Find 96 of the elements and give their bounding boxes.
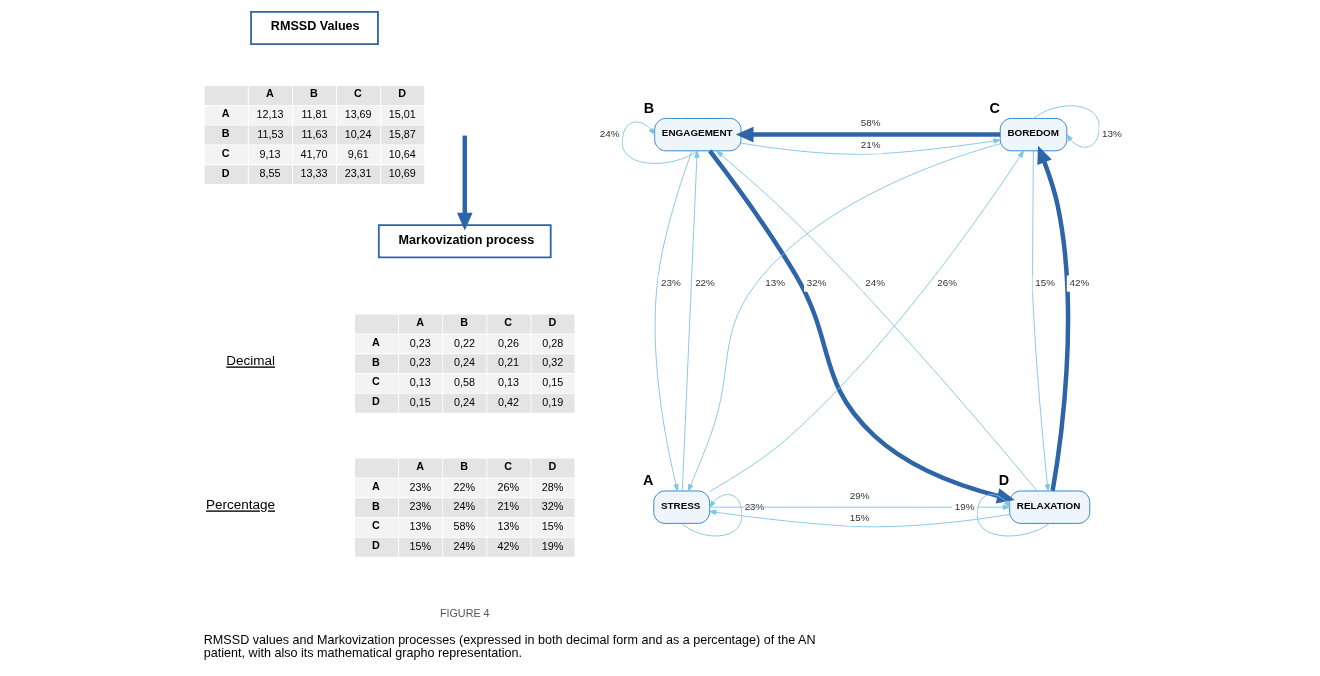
label: C: [503, 459, 512, 472]
label: B: [371, 355, 380, 368]
edge-label: 24%: [599, 128, 620, 140]
label: A: [415, 315, 424, 328]
label: C: [371, 519, 380, 532]
label: 22%: [453, 480, 475, 493]
edge-label: 15%: [1034, 277, 1055, 289]
label: 0,24: [453, 396, 475, 409]
label: A: [415, 459, 424, 472]
label: 28%: [541, 480, 563, 493]
label: C: [503, 315, 512, 328]
label: 0,28: [541, 336, 563, 349]
edge-label: 23%: [660, 277, 681, 289]
label: 0,32: [541, 356, 563, 369]
label: 9,13: [259, 147, 281, 160]
edge-label: 23%: [744, 500, 764, 512]
label: 11,63: [300, 127, 328, 140]
label: D: [371, 539, 380, 552]
edge-label: 13%: [1101, 128, 1122, 140]
label: 11,81: [300, 108, 328, 121]
label: A: [371, 479, 380, 492]
edge-label: 29%: [849, 489, 869, 501]
label: Decimal: [225, 353, 275, 369]
label: D: [397, 87, 406, 100]
label: B: [371, 499, 380, 512]
edge-label: 19%: [954, 500, 975, 512]
label: 0,23: [409, 356, 431, 369]
label: A: [265, 87, 274, 100]
edge-label: 13%: [764, 277, 785, 289]
edge-label: 24%: [864, 277, 885, 289]
node-label: D: [998, 472, 1009, 489]
label: A: [221, 107, 230, 120]
label: 19%: [541, 540, 563, 553]
label: 58%: [453, 520, 475, 533]
label: 42%: [497, 540, 519, 553]
label: 23%: [408, 480, 431, 493]
label: 0,22: [453, 336, 475, 349]
edge-label: 42%: [1069, 277, 1089, 289]
label: 0,58: [453, 376, 475, 389]
edge-label: 26%: [936, 277, 957, 289]
edge-label: 32%: [806, 277, 826, 289]
label: 0,26: [497, 336, 519, 349]
edge-label: 21%: [860, 138, 880, 150]
label: 24%: [453, 500, 475, 513]
label: 9,61: [347, 147, 369, 160]
label: D: [221, 166, 230, 179]
node-label: B: [643, 99, 654, 116]
label: Percentage: [205, 497, 275, 513]
label: 23,31: [344, 167, 372, 180]
label: FIGURE 4: [439, 606, 490, 619]
label: B: [309, 87, 318, 100]
label: 23%: [408, 500, 431, 513]
label: 15%: [541, 520, 563, 533]
label: 0,13: [409, 376, 431, 389]
edge-label: 22%: [694, 277, 715, 289]
label: B: [459, 315, 468, 328]
label: 13,69: [344, 108, 372, 121]
edge-label: 58%: [860, 117, 880, 129]
label: 12,13: [255, 108, 283, 121]
label: 0,15: [409, 396, 431, 409]
label: 13,33: [300, 167, 328, 180]
label: D: [547, 459, 556, 472]
node-label: A: [642, 472, 653, 489]
label: 11,53: [256, 127, 284, 140]
label: C: [371, 375, 380, 388]
label: 32%: [541, 500, 563, 513]
label: 26%: [497, 480, 519, 493]
label: 21%: [497, 500, 519, 513]
label: 0,15: [541, 376, 563, 389]
label: 13%: [408, 520, 431, 533]
label: 0,42: [497, 396, 519, 409]
label: D: [547, 315, 556, 328]
label: 10,69: [388, 167, 416, 180]
label: 15,01: [388, 108, 416, 121]
label: 13%: [497, 520, 519, 533]
label: 0,13: [497, 376, 519, 389]
label: 0,24: [453, 356, 475, 369]
label: A: [371, 335, 380, 348]
label: C: [353, 87, 362, 100]
label: B: [459, 459, 468, 472]
label: D: [371, 395, 380, 408]
label: 41,70: [300, 147, 328, 160]
node-label: C: [988, 99, 1000, 116]
label: 10,64: [388, 147, 416, 160]
label: 10,24: [344, 127, 372, 140]
label: 8,55: [259, 167, 281, 180]
edge-label: 15%: [849, 511, 869, 523]
label: 15,87: [388, 127, 416, 140]
caption: RMSSD values and Markovization processes (expressed in both decimal form and as a percentage) of the AN patient, with also its mathematical grapho representation.: [203, 632, 816, 661]
label: 15%: [408, 540, 431, 553]
label: B: [221, 126, 230, 139]
label: 0,21: [497, 356, 519, 369]
label: C: [221, 146, 230, 159]
label: 0,23: [409, 336, 431, 349]
label: 0,19: [541, 396, 563, 409]
label: 24%: [453, 540, 475, 553]
